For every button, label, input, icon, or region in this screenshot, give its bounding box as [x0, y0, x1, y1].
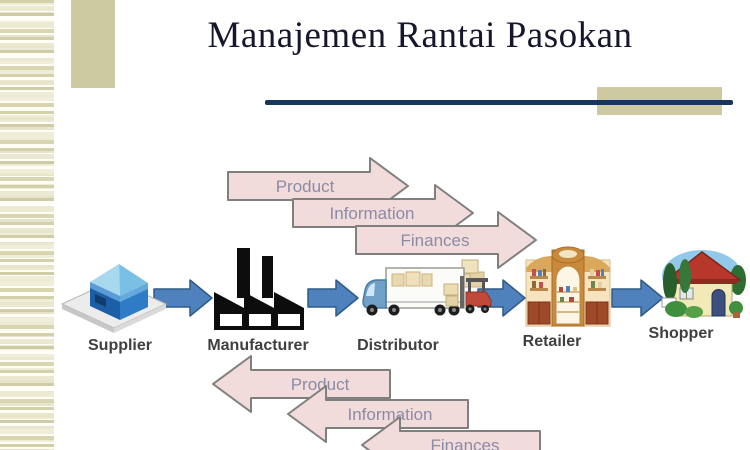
downstream-flow-arrows: Product Information Finances — [227, 157, 537, 269]
chain-arrow-retailer-shopper — [611, 279, 664, 317]
left-stripe-decoration — [0, 0, 54, 450]
title-underline — [265, 100, 733, 105]
downstream-information-label: Information — [329, 204, 414, 223]
storefront-icon — [525, 246, 611, 327]
node-label-shopper: Shopper — [648, 325, 714, 342]
chain-arrows — [153, 279, 664, 317]
upstream-flow-arrows: Product Information Finances — [212, 355, 541, 450]
left-arrow-shape — [287, 385, 469, 443]
left-arrow-shape — [361, 416, 541, 450]
upstream-product-label: Product — [291, 375, 350, 394]
upstream-information-label: Information — [347, 405, 432, 424]
upstream-information-arrow: Information — [287, 385, 469, 443]
downstream-finances-label: Finances — [401, 231, 470, 250]
slide-title: Manajemen Rantai Pasokan — [207, 15, 633, 56]
node-label-supplier: Supplier — [87, 337, 153, 354]
house-icon — [661, 250, 746, 318]
node-label-manufacturer: Manufacturer — [207, 337, 309, 354]
chain-arrow-supplier-manufacturer — [153, 279, 213, 317]
node-label-retailer: Retailer — [522, 333, 582, 350]
right-arrow-shape — [355, 211, 537, 269]
truck-forklift-icon — [362, 259, 492, 316]
upstream-finances-label: Finances — [431, 436, 500, 450]
node-label-distributor: Distributor — [357, 337, 439, 354]
upstream-finances-arrow: Finances — [361, 416, 541, 450]
factory-icon — [214, 248, 304, 330]
warehouse-box-icon — [60, 264, 168, 333]
downstream-product-label: Product — [276, 177, 335, 196]
downstream-finances-arrow: Finances — [355, 211, 537, 269]
chain-arrow-manufacturer-distributor — [307, 279, 359, 317]
left-arrow-shape — [212, 355, 391, 413]
upstream-product-arrow: Product — [212, 355, 391, 413]
olive-accent-block — [71, 0, 115, 88]
